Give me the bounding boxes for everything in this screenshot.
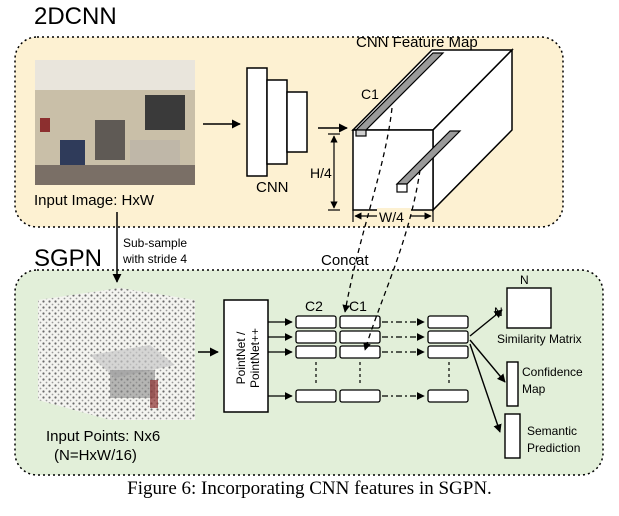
input-point-cloud (38, 288, 195, 420)
pointnet-backbone (223, 299, 269, 413)
input-points-label-line2: (N=HxW/16) (54, 447, 137, 464)
backbone-label-line1: PointNet / (234, 331, 248, 384)
column-ellipsis (315, 362, 450, 386)
similarity-matrix-label: Similarity Matrix (497, 332, 582, 346)
height-dimension (328, 133, 340, 211)
output-arrows (469, 309, 506, 433)
feature-channel-c1 (354, 52, 445, 137)
output-feature-column (427, 315, 469, 403)
concat-label: Concat (321, 252, 369, 269)
feature-pixel-column (395, 130, 462, 193)
c2-label: C2 (305, 298, 323, 314)
confidence-map (506, 361, 519, 407)
semantic-label-line1: Semantic (527, 424, 577, 438)
sgpn-panel-title: SGPN (34, 245, 102, 272)
c2-feature-column (295, 315, 337, 403)
backbone-label-line2: PointNet++ (248, 328, 262, 388)
input-image (35, 60, 195, 185)
concat-dashed-links (342, 107, 421, 351)
confidence-label-line2: Map (522, 382, 546, 396)
similarity-matrix (506, 287, 552, 329)
c1-label: C1 (349, 298, 367, 314)
confidence-label-line1: Confidence (522, 365, 583, 379)
subsample-label-line1: Sub-sample (123, 236, 187, 250)
figure-caption: Figure 6: Incorporating CNN features in … (127, 478, 492, 499)
height-label: H/4 (310, 165, 332, 181)
input-image-label: Input Image: HxW (34, 192, 155, 209)
cnn-panel-title: 2DCNN (34, 3, 117, 30)
width-label: W/4 (379, 209, 404, 225)
c1-feature-label: C1 (361, 86, 379, 102)
cnn-blocks (246, 67, 308, 177)
semantic-label-line2: Prediction (527, 441, 580, 455)
similarity-n-top: N (520, 273, 529, 287)
similarity-n-left: N (494, 305, 503, 319)
cnn-label: CNN (256, 179, 289, 196)
feature-map-label: CNN Feature Map (356, 34, 478, 51)
input-points-label-line1: Input Points: Nx6 (46, 428, 160, 445)
subsample-label-line2: with stride 4 (122, 252, 187, 266)
semantic-prediction (504, 413, 521, 459)
backbone-output-arrows (268, 318, 293, 400)
